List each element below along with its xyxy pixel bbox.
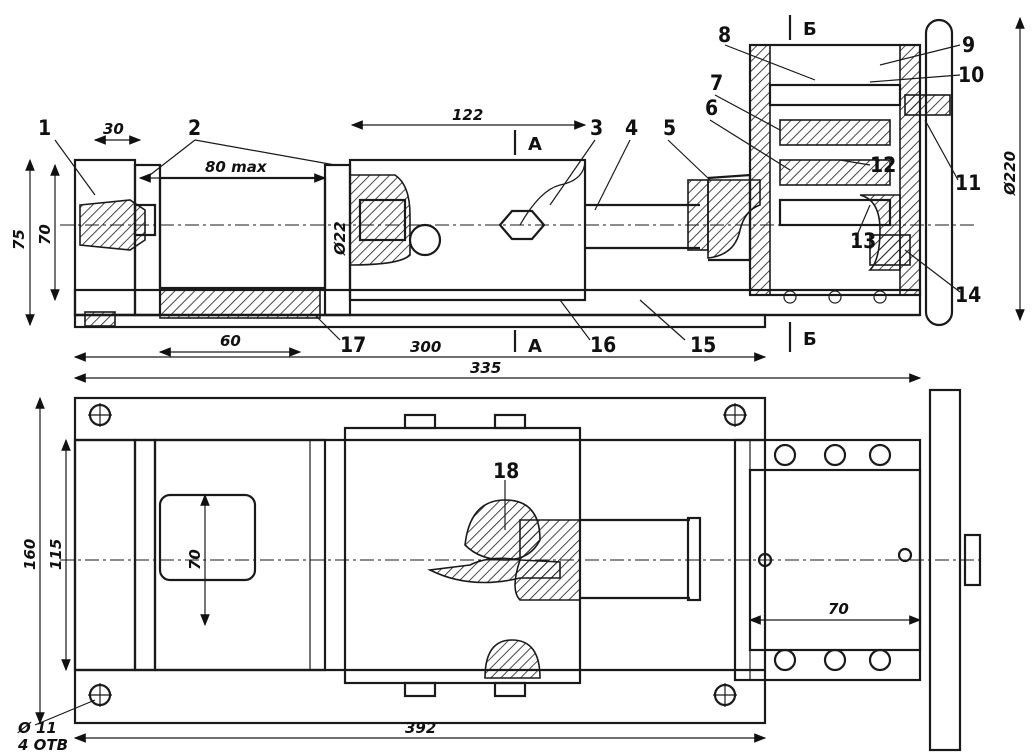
dimension-texts-plan: 160 115 70 70 392 Ø 11 4 ОТВ — [17, 539, 849, 754]
top-dimensions — [25, 16, 1025, 383]
dim-4-holes: 4 ОТВ — [17, 736, 68, 754]
part-number-labels: 1 2 3 4 5 6 7 8 9 10 11 12 13 14 15 16 1… — [38, 23, 984, 483]
leader-lines — [54, 44, 961, 530]
dim-70-vert: 70 — [36, 224, 54, 245]
label-4: 4 — [625, 116, 638, 140]
label-17: 17 — [340, 333, 366, 357]
label-14: 14 — [955, 283, 981, 307]
dimension-texts-top: 30 80 max 122 75 70 Ø22 60 300 335 Ø220 — [10, 106, 1019, 377]
dim-392: 392 — [405, 719, 436, 737]
label-2: 2 — [188, 116, 201, 140]
dim-75: 75 — [10, 229, 28, 250]
label-13: 13 — [850, 229, 876, 253]
dim-70-window: 70 — [186, 549, 204, 570]
section-a-top: А — [528, 134, 542, 155]
label-1: 1 — [38, 116, 51, 140]
part-14 — [869, 234, 911, 266]
gear-12 — [779, 119, 891, 146]
handwheel-hub — [904, 94, 951, 116]
dim-335: 335 — [470, 359, 501, 377]
handwheel-plan — [928, 388, 962, 752]
label-5: 5 — [663, 116, 676, 140]
label-9: 9 — [962, 33, 975, 57]
label-3: 3 — [590, 116, 603, 140]
plan-dimensions — [34, 396, 922, 743]
dim-60: 60 — [220, 332, 241, 350]
jaw-window — [158, 493, 257, 582]
dim-160: 160 — [21, 539, 39, 570]
handwheel-rim — [924, 18, 954, 327]
dim-30: 30 — [103, 120, 124, 138]
label-11: 11 — [955, 171, 981, 195]
upper-shaft — [768, 83, 902, 107]
label-15: 15 — [690, 333, 716, 357]
label-16: 16 — [590, 333, 616, 357]
flange-5 — [687, 179, 709, 251]
dim-d11: Ø 11 — [17, 719, 57, 737]
label-7: 7 — [710, 71, 723, 95]
section-b-top: Б — [803, 19, 817, 40]
base-section-hatch — [159, 287, 321, 319]
jaw-opening — [158, 176, 327, 290]
dim-122: 122 — [452, 106, 483, 124]
dim-80-max: 80 max — [205, 158, 268, 176]
plan-view — [60, 388, 982, 752]
plan-bolts — [88, 403, 913, 707]
jaw-screw-head — [408, 223, 442, 257]
section-b-bottom: Б — [803, 329, 817, 350]
label-18: 18 — [493, 459, 519, 483]
dim-300: 300 — [410, 338, 441, 356]
label-10: 10 — [958, 63, 984, 87]
dim-d22: Ø22 — [331, 221, 349, 256]
label-12: 12 — [870, 153, 896, 177]
dim-115: 115 — [47, 539, 65, 570]
side-elevation-view — [60, 18, 975, 329]
base-plate — [73, 313, 767, 329]
section-marks: А А Б Б — [513, 15, 817, 357]
gear-6 — [779, 159, 891, 186]
dim-d220: Ø220 — [1001, 151, 1019, 196]
label-8: 8 — [718, 23, 731, 47]
section-a-bottom: А — [528, 336, 542, 357]
dim-70-horizontal: 70 — [828, 600, 849, 618]
label-6: 6 — [705, 96, 718, 120]
